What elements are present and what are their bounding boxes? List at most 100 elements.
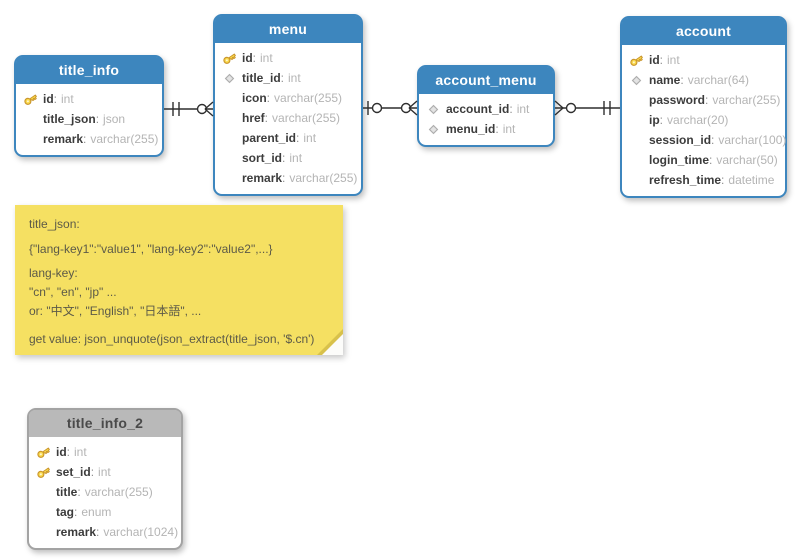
field-row-title_json[interactable]: title_json json [16, 109, 162, 129]
field-row-account_id[interactable]: account_idint [419, 99, 553, 119]
field-type: varchar(100) [718, 133, 787, 147]
diamond-icon [428, 104, 439, 114]
icon-spacer [222, 171, 237, 186]
field-type: datetime [728, 173, 775, 187]
icon-spacer [222, 131, 237, 146]
field-type: varchar(255) [274, 91, 343, 105]
field-row-id[interactable]: idint [29, 442, 181, 462]
field-row-refresh_time[interactable]: refresh_time datetime [622, 170, 785, 190]
field-name: remark [242, 171, 285, 185]
field-row-remark[interactable]: remark varchar(255) [215, 168, 361, 188]
field-row-tag[interactable]: tagenum [29, 502, 181, 522]
table-title: menu [268, 21, 308, 37]
relationship-title_info-menu[interactable] [164, 97, 214, 121]
diamond-icon [631, 75, 642, 85]
table-header[interactable]: title_info [16, 57, 162, 84]
icon-spacer [629, 93, 644, 108]
field-type: varchar(255) [272, 111, 341, 125]
table-body: idintnamevarchar(64)passwordvarchar(255)… [622, 45, 787, 196]
note-line: title_json: [29, 217, 80, 231]
table-title: account [675, 23, 732, 39]
field-row-parent_id[interactable]: parent_idint [215, 128, 361, 148]
field-type: varchar(20) [667, 113, 729, 127]
key-icon [24, 93, 37, 105]
field-type: int [303, 131, 317, 145]
icon-spacer [629, 133, 644, 148]
field-name: ip [649, 113, 663, 127]
field-name: password [649, 93, 708, 107]
field-name: name [649, 73, 684, 87]
field-type: int [502, 122, 516, 136]
field-type: varchar(255) [90, 132, 159, 146]
field-row-id[interactable]: idint [16, 89, 162, 109]
field-type: varchar(64) [687, 73, 750, 87]
field-name: account_id [446, 102, 513, 116]
relationship-menu-account_menu[interactable] [363, 96, 418, 120]
key-icon [37, 466, 50, 478]
field-type: varchar(50) [716, 153, 778, 167]
field-name: refresh_time [649, 173, 724, 187]
field-name: set_id [56, 465, 94, 479]
icon-spacer [23, 112, 38, 127]
field-type: int [288, 71, 301, 85]
field-type: int [260, 51, 273, 65]
table-menu[interactable]: menuidinttitle_idinticonvarchar(255)href… [213, 14, 363, 196]
table-header[interactable]: title_info_2 [29, 410, 181, 437]
field-name: title_json [43, 112, 99, 126]
field-name: remark [56, 525, 99, 539]
table-title: title_info [58, 62, 120, 78]
field-row-id[interactable]: idint [215, 48, 361, 68]
field-name: login_time [649, 153, 712, 167]
icon-spacer [36, 505, 51, 520]
field-row-icon[interactable]: iconvarchar(255) [215, 88, 361, 108]
icon-spacer [222, 111, 237, 126]
key-icon [223, 52, 236, 64]
field-row-name[interactable]: namevarchar(64) [622, 70, 785, 90]
field-type: int [516, 102, 530, 116]
field-name: id [649, 53, 663, 67]
table-body: idintset_idinttitlevarchar(255)tagenumre… [29, 437, 181, 548]
table-title_info[interactable]: title_infoidint title_json json remarkvarch… [14, 55, 164, 157]
field-row-ip[interactable]: ip varchar(20) [622, 110, 785, 130]
field-row-title[interactable]: titlevarchar(255) [29, 482, 181, 502]
icon-spacer [222, 151, 237, 166]
relationship-account_menu-account[interactable] [554, 96, 620, 120]
field-row-set_id[interactable]: set_idint [29, 462, 181, 482]
field-row-login_time[interactable]: login_time varchar(50) [622, 150, 785, 170]
field-row-session_id[interactable]: session_idvarchar(100) [622, 130, 787, 150]
table-header[interactable]: menu [215, 16, 361, 43]
field-type: enum [81, 505, 112, 519]
field-row-remark[interactable]: remarkvarchar(255) [16, 129, 162, 149]
table-title: account_menu [435, 72, 537, 88]
field-name: sort_id [242, 151, 285, 165]
field-type: int [289, 151, 303, 165]
field-type: int [74, 445, 87, 459]
table-header[interactable]: account [622, 18, 785, 45]
field-name: title [56, 485, 81, 499]
field-name: tag [56, 505, 77, 519]
table-header[interactable]: account_menu [419, 67, 553, 94]
field-row-href[interactable]: hrefvarchar(255) [215, 108, 361, 128]
table-body: idint title_json json remarkvarchar(255) [16, 84, 162, 155]
field-row-id[interactable]: idint [622, 50, 785, 70]
field-type: json [103, 112, 126, 126]
field-type: int [61, 92, 74, 106]
field-type: varchar(1024) [103, 525, 179, 539]
field-row-menu_id[interactable]: menu_idint [419, 119, 553, 139]
note-line: {"lang-key1":"value1", "lang-key2":"valu… [29, 242, 273, 256]
field-row-password[interactable]: passwordvarchar(255) [622, 90, 785, 110]
icon-spacer [36, 525, 51, 540]
field-name: title_id [242, 71, 284, 85]
table-account[interactable]: accountidintnamevarchar(64)passwordvarch… [620, 16, 787, 198]
field-row-sort_id[interactable]: sort_id int [215, 148, 361, 168]
table-body: idinttitle_idinticonvarchar(255)hrefvarc… [215, 43, 361, 194]
sticky-note[interactable]: title_json: {"lang-key1":"value1", "lang-… [15, 205, 343, 355]
field-type: varchar(255) [289, 171, 358, 185]
table-title_info_2[interactable]: title_info_2idintset_idinttitlevarchar(2… [27, 408, 183, 550]
field-row-remark[interactable]: remark varchar(1024) [29, 522, 181, 542]
note-line: get value: json_unquote(json_extract(tit… [29, 332, 315, 346]
note-line: or: "中文", "English", "日本語", ... [29, 304, 202, 318]
field-row-title_id[interactable]: title_id int [215, 68, 361, 88]
